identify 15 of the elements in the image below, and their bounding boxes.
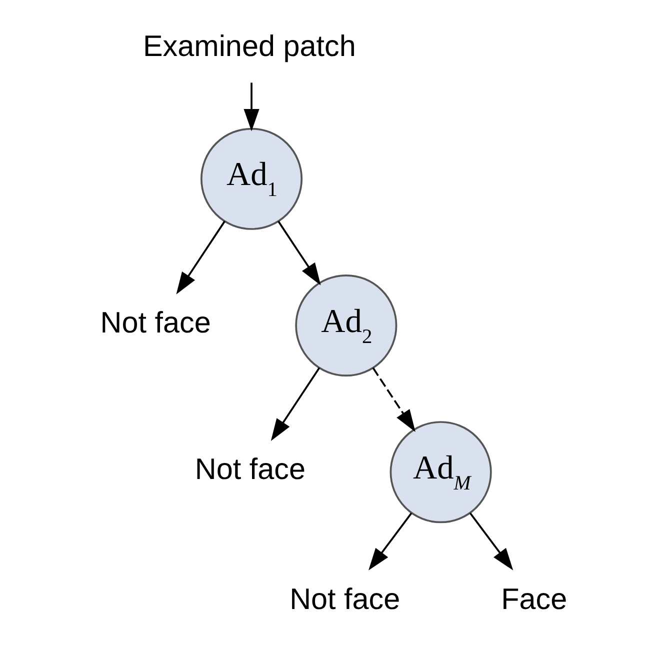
- node-text: Not face: [100, 306, 211, 340]
- arrow: [470, 512, 514, 570]
- node-circle: Ad$_{2}$: [295, 274, 398, 377]
- node-text: Face: [501, 583, 568, 616]
- arrow: [270, 367, 320, 442]
- node-text: Examined patch: [142, 30, 356, 64]
- arrow: [278, 220, 321, 286]
- arrow: [372, 367, 416, 432]
- node-circle: Ad$_{M}$: [390, 421, 492, 524]
- arrow: [176, 220, 226, 294]
- arrow: [244, 82, 260, 132]
- node-text: Not face: [290, 583, 400, 616]
- node-circle: Ad$_{1}$: [200, 128, 303, 230]
- arrow: [368, 512, 412, 570]
- node-text: Not face: [194, 453, 306, 486]
